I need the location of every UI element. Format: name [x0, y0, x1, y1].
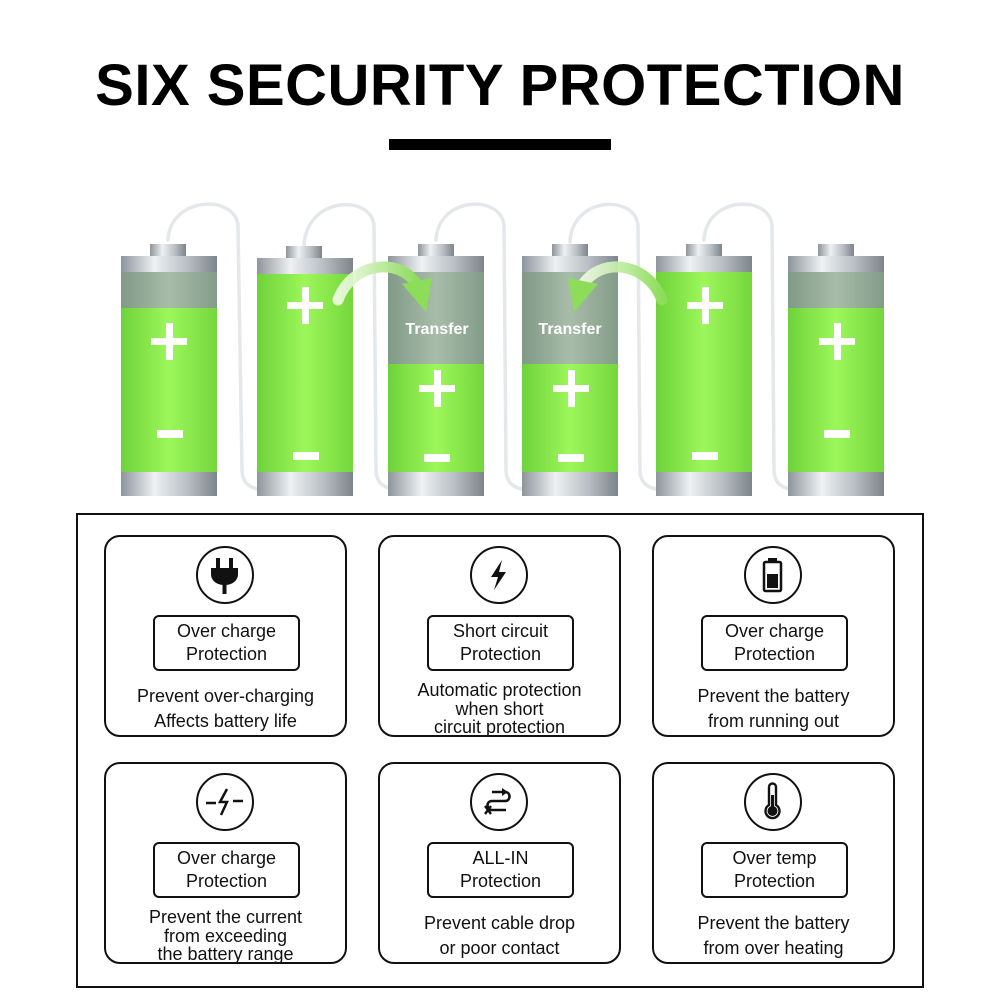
battery-1	[121, 244, 217, 496]
battery-2	[257, 246, 353, 496]
feature-badge: Over charge Protection	[153, 615, 300, 671]
plug-icon	[211, 558, 238, 594]
current-limit-icon	[206, 788, 243, 816]
battery-illustration: Transfer Transfer	[121, 202, 884, 496]
cable-loop-icon	[484, 788, 511, 815]
feature-card-over-temp: Over temp Protection Prevent the battery…	[652, 762, 895, 964]
transfer-label-left: Transfer	[405, 321, 468, 338]
icon-ring	[196, 546, 254, 604]
low-battery-icon	[762, 558, 783, 593]
feature-card-overcurrent: Over charge Protection Prevent the curre…	[104, 762, 347, 964]
feature-description: Prevent the battery from over heating	[697, 913, 850, 958]
battery-5	[656, 244, 752, 496]
feature-card-overcharge: Over charge Protection Prevent over-char…	[104, 535, 347, 737]
lightning-icon	[491, 560, 506, 590]
feature-badge: Over charge Protection	[701, 615, 848, 671]
feature-description: Automatic protection when short circuit …	[417, 680, 582, 737]
feature-description: Prevent over-charging Affects battery li…	[136, 686, 315, 731]
transfer-arrow-right	[568, 261, 668, 312]
page-title: SIX SECURITY PROTECTION	[95, 53, 905, 118]
icon-ring	[470, 546, 528, 604]
title-underline	[389, 139, 611, 150]
feature-card-low-battery: Over charge Protection Prevent the batte…	[652, 535, 895, 737]
icon-ring	[744, 546, 802, 604]
battery-3	[388, 244, 484, 496]
features-panel	[76, 513, 924, 988]
icon-ring	[470, 773, 528, 831]
battery-4	[522, 244, 618, 496]
feature-badge: Over charge Protection	[153, 842, 300, 898]
cables	[166, 202, 802, 492]
feature-badge: Over temp Protection	[701, 842, 848, 898]
feature-description: Prevent the battery from running out	[697, 686, 850, 731]
feature-badge: Short circuit Protection	[427, 615, 574, 671]
feature-description: Prevent the current from exceeding the b…	[148, 907, 303, 964]
feature-badge: ALL-IN Protection	[427, 842, 574, 898]
transfer-arrow-left	[332, 261, 432, 312]
feature-card-short-circuit: Short circuit Protection Automatic prote…	[378, 535, 621, 737]
thermometer-icon	[764, 782, 781, 820]
icon-ring	[196, 773, 254, 831]
battery-6	[788, 244, 884, 496]
feature-card-all-in: ALL-IN Protection Prevent cable drop or …	[378, 762, 621, 964]
feature-description: Prevent cable drop or poor contact	[423, 913, 576, 958]
icon-ring	[744, 773, 802, 831]
transfer-label-right: Transfer	[538, 321, 601, 338]
